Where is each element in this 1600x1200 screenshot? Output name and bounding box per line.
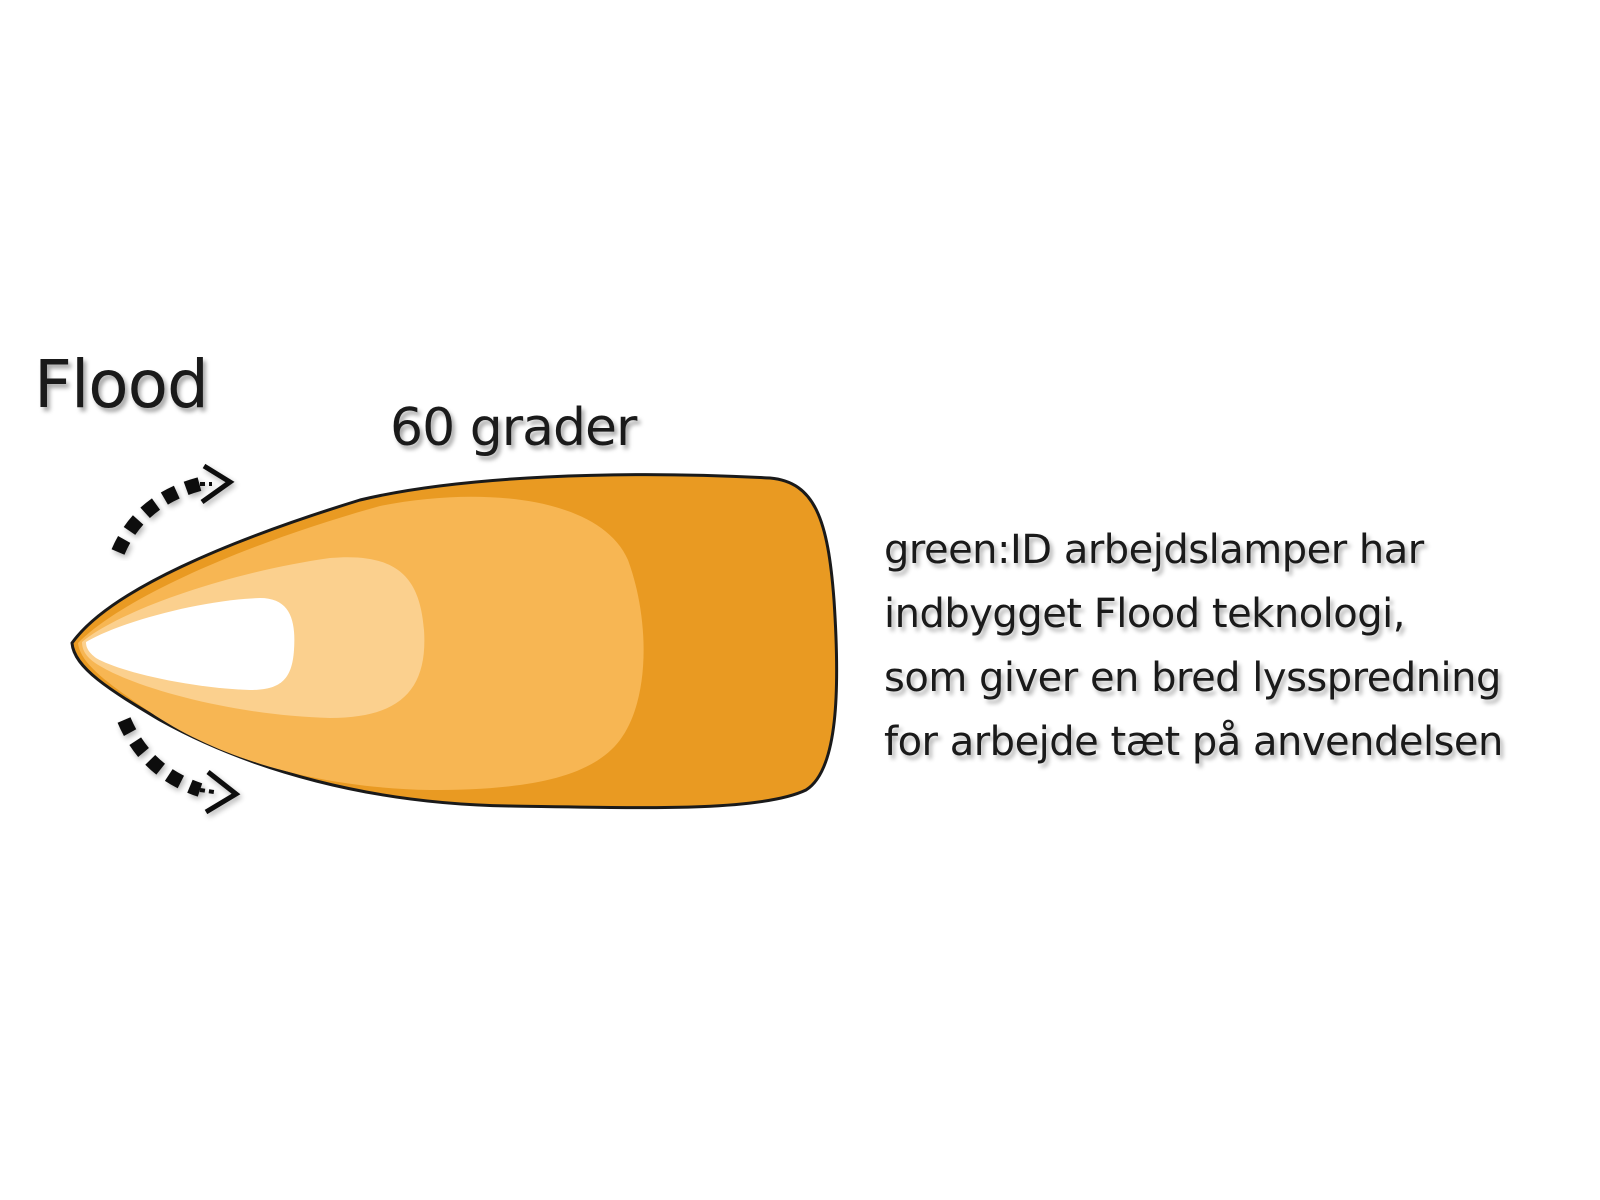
description-line-1: green:ID arbejdslamper har (884, 527, 1424, 573)
description-line-4: for arbejde tæt på anvendelsen (884, 719, 1503, 765)
diagram-title: Flood (34, 346, 209, 423)
description-line-3: som giver en bred lysspredning (884, 655, 1501, 701)
description-line-2: indbygget Flood teknologi, (884, 591, 1405, 637)
curved-dashed-arrow-up-icon (111, 463, 235, 555)
description-text: green:ID arbejdslamper har indbygget Flo… (884, 518, 1584, 774)
beam-core-zone (86, 598, 295, 690)
curved-dashed-arrow-down-icon (117, 717, 241, 815)
beam-angle-label: 60 grader (390, 398, 637, 458)
